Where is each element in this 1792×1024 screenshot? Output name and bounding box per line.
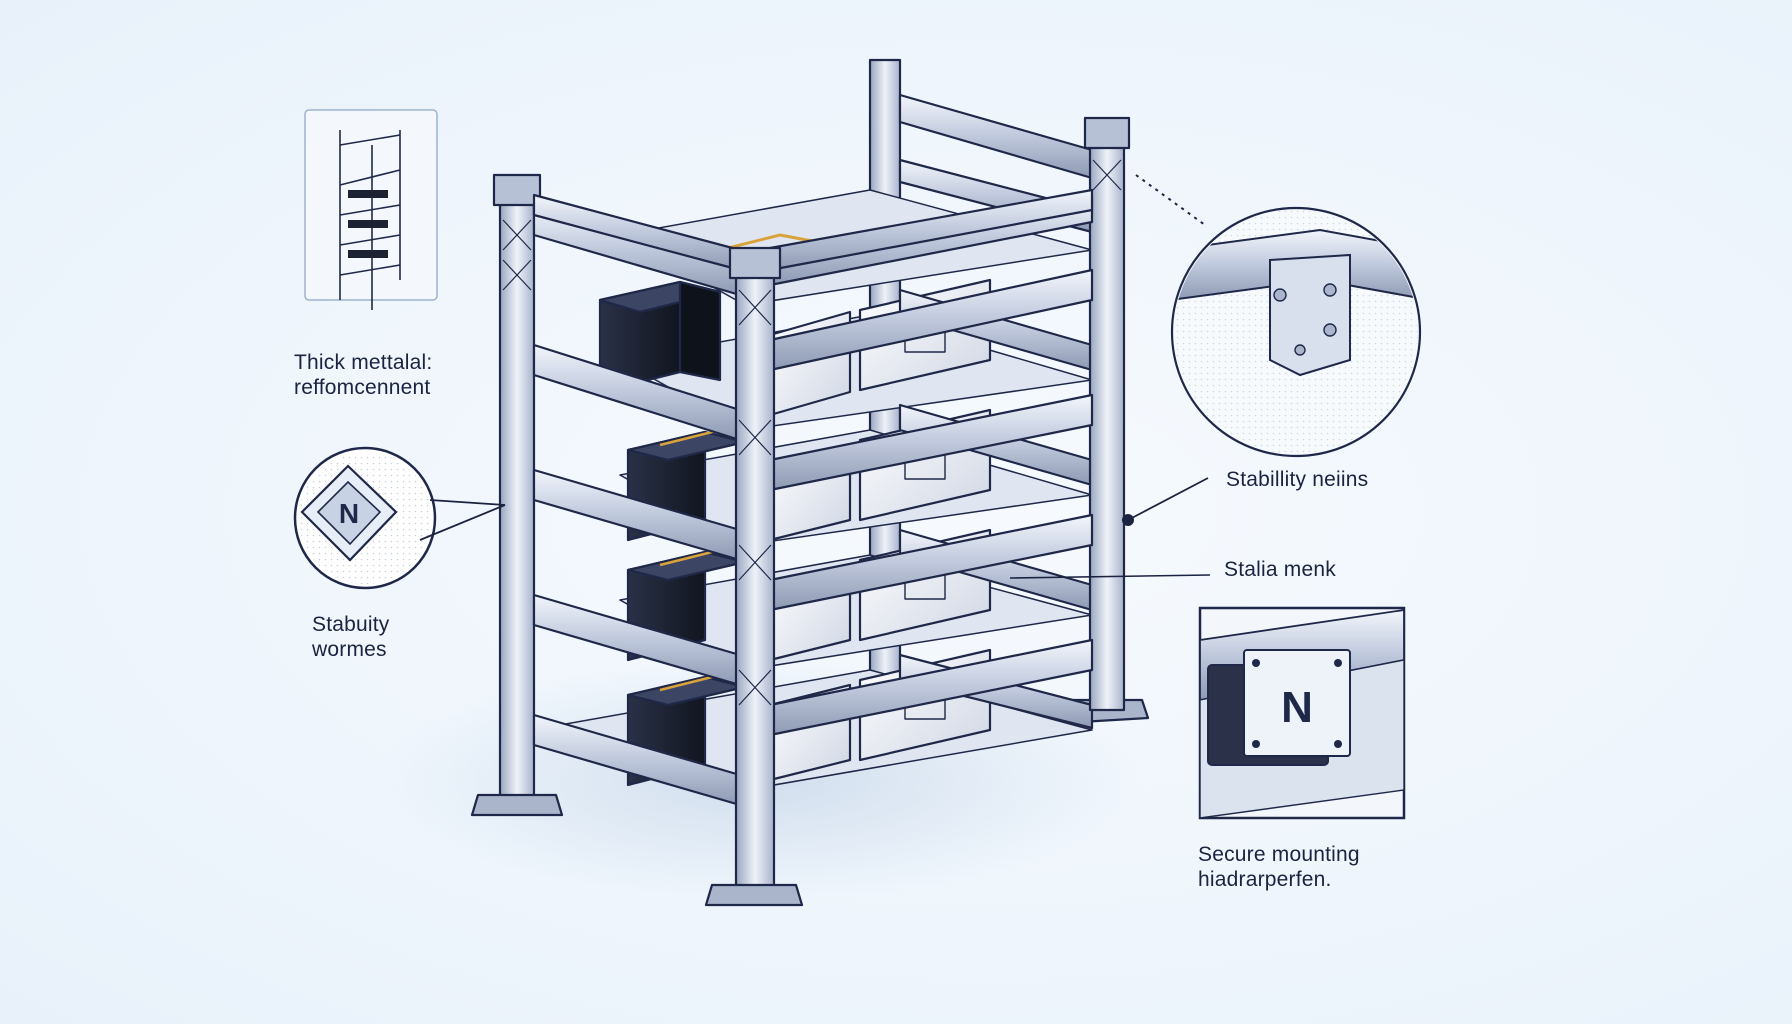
label-stability-works: Stabuity wormes xyxy=(312,612,389,662)
rack-center-front-post xyxy=(704,246,804,907)
label-works-line-2: wormes xyxy=(312,638,387,661)
callout-dotted-joint xyxy=(1135,174,1206,226)
label-secure-line-1: Secure mounting xyxy=(1198,843,1360,866)
inset-mounting-plate: N xyxy=(1198,606,1406,820)
badge-letter-plate: N xyxy=(1281,683,1313,732)
rack-top-rail-back xyxy=(898,93,1094,180)
inset-joint-circle xyxy=(1170,206,1422,458)
inset-badge-circle: N xyxy=(293,446,437,590)
rack-right-rear-post xyxy=(1083,116,1131,712)
badge-letter-left: N xyxy=(339,498,359,529)
label-stalid-menk: Stalia menk xyxy=(1224,558,1336,581)
rack-structure xyxy=(470,58,1150,907)
callout-line-badge xyxy=(429,499,506,506)
callout-line-neins xyxy=(1127,477,1209,521)
label-stability-neins: Stabillity neiins xyxy=(1226,468,1369,491)
label-works-line-1: Stabuity xyxy=(312,613,390,636)
inset-rack-thumbnail xyxy=(304,109,438,310)
label-thick-reinforcement: Thick mettalal: reffomcennent xyxy=(294,350,432,400)
label-thick-line-1: Thick mettalal: xyxy=(294,351,433,374)
label-thick-line-2: reffomcennent xyxy=(294,376,431,399)
label-secure-line-2: hiadrarperfen. xyxy=(1198,868,1332,891)
callout-line-menk xyxy=(1009,574,1211,579)
callout-line-badge-2 xyxy=(419,504,506,541)
label-secure-mounting: Secure mounting hiadrarperfen. xyxy=(1198,842,1360,892)
